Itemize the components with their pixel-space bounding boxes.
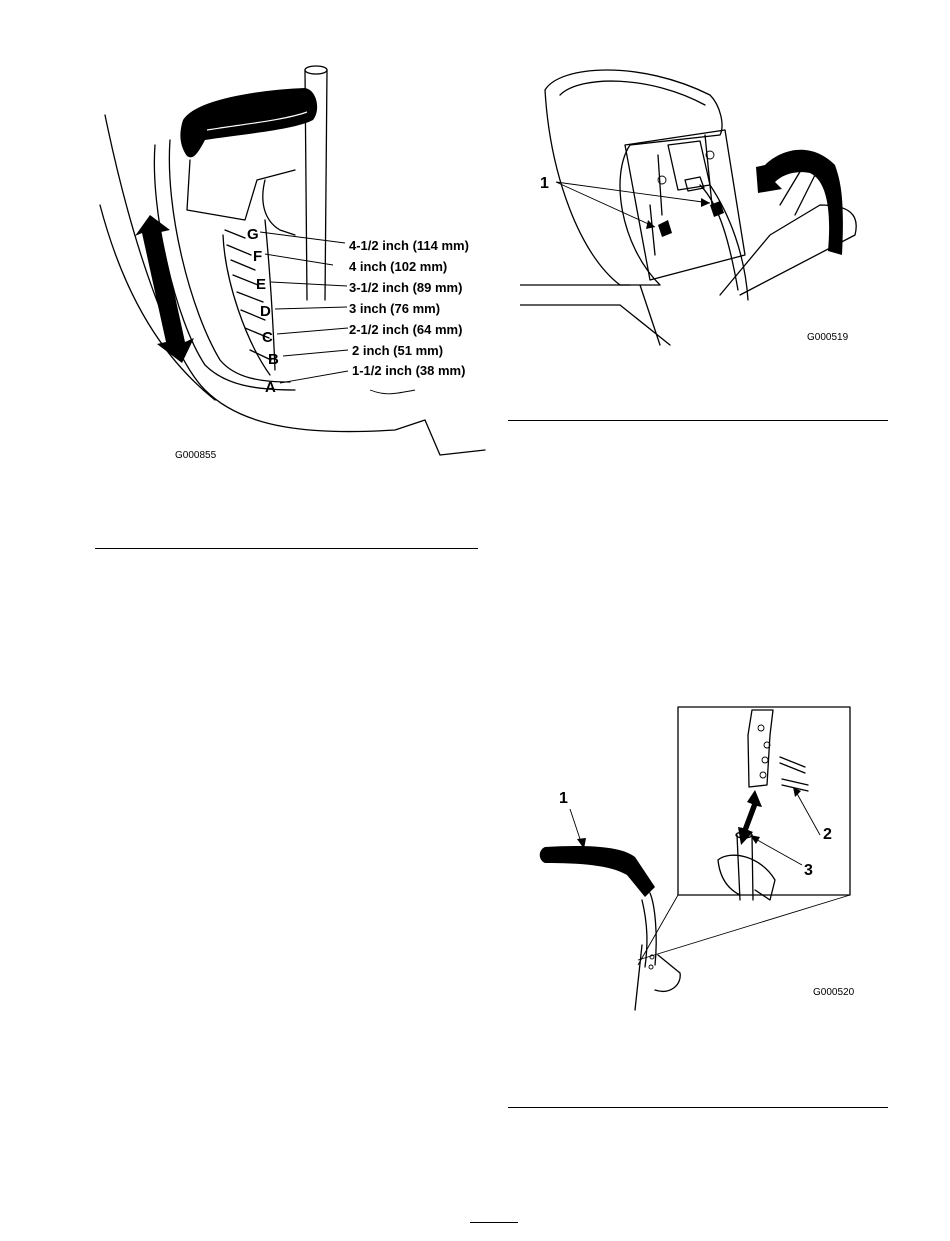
value-d: 3 inch (76 mm) — [349, 301, 440, 316]
page-footer-rule — [470, 1222, 518, 1223]
figure-code: G000519 — [807, 332, 849, 343]
height-letters: G F E D C B A — [247, 226, 279, 396]
divider — [95, 548, 478, 549]
callout-1: 1 — [540, 175, 549, 192]
figure-code: G000855 — [175, 450, 217, 461]
letter-d: D — [260, 303, 271, 320]
callout-1: 1 — [559, 790, 568, 807]
height-of-cut-figure: G F E D C B A 4-1/2 inch (114 mm) 4 inch… — [95, 60, 495, 470]
value-a: 1-1/2 inch (38 mm) — [352, 363, 465, 378]
divider — [508, 420, 888, 421]
letter-e: E — [256, 276, 266, 293]
callout-3: 3 — [804, 862, 813, 879]
divider — [508, 1107, 888, 1108]
value-c: 2-1/2 inch (64 mm) — [349, 322, 462, 337]
seat-adjustment-figure: 1 G000519 — [520, 55, 890, 355]
value-b: 2 inch (51 mm) — [352, 343, 443, 358]
value-g: 4-1/2 inch (114 mm) — [349, 238, 469, 253]
letter-a: A — [265, 379, 276, 396]
value-f: 4 inch (102 mm) — [349, 259, 447, 274]
letter-b: B — [268, 351, 279, 368]
letter-f: F — [253, 248, 262, 265]
callout-2: 2 — [823, 826, 832, 843]
height-values: 4-1/2 inch (114 mm) 4 inch (102 mm) 3-1/… — [349, 238, 469, 378]
figure-code: G000520 — [813, 987, 855, 998]
letter-c: C — [262, 329, 273, 346]
value-e: 3-1/2 inch (89 mm) — [349, 280, 462, 295]
letter-g: G — [247, 226, 259, 243]
lever-removal-figure: 2 3 1 G000520 — [530, 705, 890, 1015]
